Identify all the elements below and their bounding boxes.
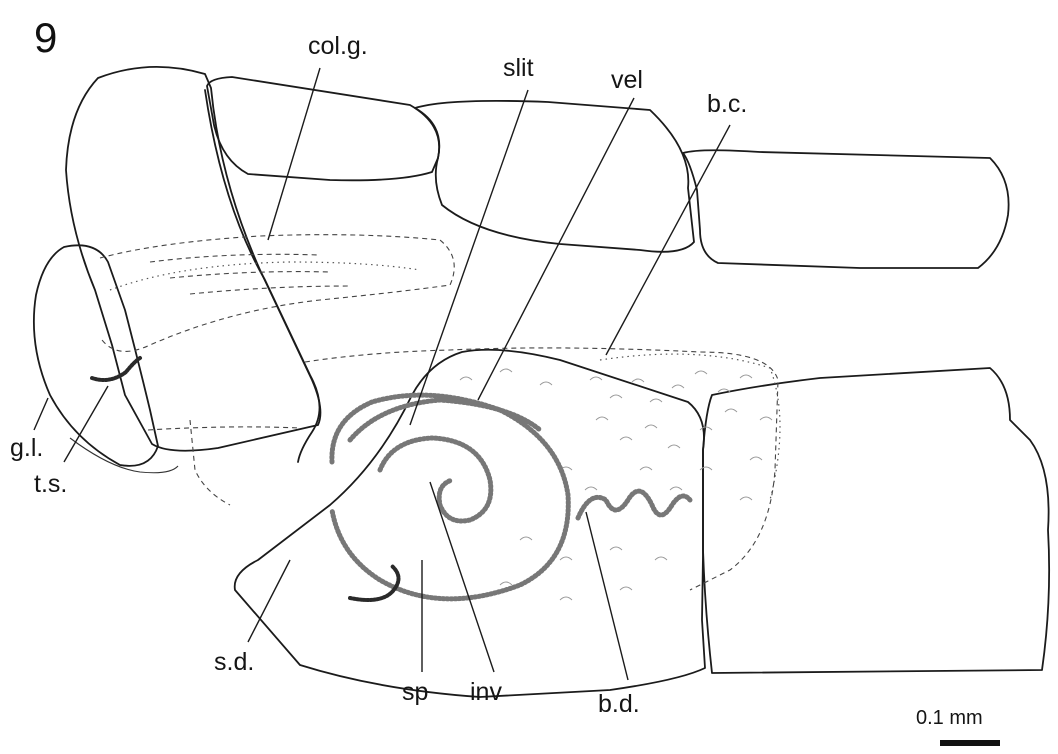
spermatheca-inner-coil bbox=[380, 438, 491, 521]
plate-upper-right bbox=[683, 150, 1009, 268]
figure-number: 9 bbox=[34, 14, 57, 61]
label-col-g: col.g. bbox=[308, 32, 368, 60]
label-sp: sp bbox=[402, 678, 428, 706]
label-b-c: b.c. bbox=[707, 90, 747, 118]
scale-bar-label: 0.1 mm bbox=[916, 707, 983, 729]
scale-bar bbox=[940, 740, 1000, 746]
lobe-lower-edge bbox=[70, 438, 178, 473]
label-vel: vel bbox=[611, 66, 643, 94]
label-t-s: t.s. bbox=[34, 470, 67, 498]
colleterial-gland-stipple bbox=[110, 262, 420, 290]
bursa-stipple bbox=[600, 354, 780, 500]
plate-lower-right bbox=[703, 368, 1049, 673]
label-slit: slit bbox=[503, 54, 534, 82]
bursa-duct-wave bbox=[578, 491, 690, 518]
label-s-d: s.d. bbox=[214, 648, 254, 676]
spermathecal-duct-hook bbox=[350, 566, 399, 600]
label-g-l: g.l. bbox=[10, 434, 43, 462]
leader-col-g bbox=[268, 68, 320, 240]
colleterial-gland-inner-1 bbox=[150, 254, 350, 294]
leader-vel bbox=[478, 98, 634, 400]
leader-b-c bbox=[606, 125, 730, 355]
plate-upper-middle bbox=[207, 77, 439, 180]
velum-arc bbox=[350, 400, 540, 440]
colleterial-gland-outline bbox=[100, 235, 454, 352]
genital-chamber-outline bbox=[148, 420, 300, 505]
label-inv: inv bbox=[470, 678, 502, 706]
leader-g-l bbox=[34, 398, 48, 430]
bursa-copulatrix-texture bbox=[460, 369, 772, 600]
genital-lobe bbox=[34, 245, 158, 466]
label-b-d: b.d. bbox=[598, 690, 640, 718]
plate-upper-center-right bbox=[415, 101, 694, 252]
leader-slit bbox=[410, 90, 528, 425]
leader-b-d bbox=[586, 512, 628, 680]
